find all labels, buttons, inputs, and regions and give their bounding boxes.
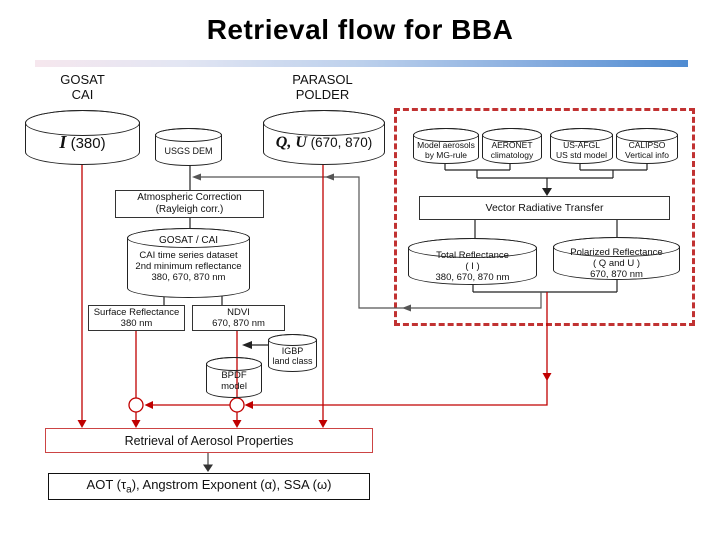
gosat-cai-header: GOSAT / CAI — [158, 235, 219, 246]
cylinder-calipso: CALIPSO Vertical info — [616, 128, 678, 164]
us-afgl-line1: US-AFGL — [563, 139, 600, 150]
total-reflectance-line3: 380, 670, 870 nm — [435, 272, 510, 283]
gosat-cai-line3: 380, 670, 870 nm — [151, 272, 226, 283]
box-vector-radiative-transfer: Vector Radiative Transfer — [419, 196, 670, 220]
bpdf-line1: BPDF — [221, 370, 247, 381]
feedback-line — [196, 176, 542, 309]
feedback-arrowheads — [192, 173, 411, 312]
cai-radiance-rest: (380) — [66, 135, 106, 152]
divider-gradient-bar — [35, 60, 688, 67]
total-reflectance-line1: Total Reflectance — [436, 250, 509, 261]
atmcorr-line1: Atmospheric Correction — [137, 192, 242, 203]
cylinder-gosat-cai-dataset: GOSAT / CAI CAI time series dataset 2nd … — [127, 228, 250, 298]
polder-stokes-rest: (670, 870) — [306, 134, 373, 150]
surface-reflectance-line1: Surface Reflectance — [93, 307, 180, 318]
cylinder-model-aerosols: Model aerosols by MG-rule — [413, 128, 479, 164]
polarized-reflectance-line2: ( Q and U ) — [593, 257, 640, 269]
calipso-line1: CALIPSO — [628, 139, 666, 150]
polder-stokes-symbol: Q, U — [275, 133, 307, 151]
red-arrowheads — [77, 373, 552, 428]
box-surface-reflectance: Surface Reflectance 380 nm — [88, 305, 185, 331]
polder-stokes-label: Q, U (670, 870) — [276, 134, 372, 152]
box-ndvi: NDVI 670, 870 nm — [192, 305, 285, 331]
page-title: Retrieval flow for BBA — [206, 14, 514, 45]
retrieval-label: Retrieval of Aerosol Properties — [124, 433, 294, 448]
cylinder-igbp: IGBP land class — [268, 334, 317, 372]
output-post: ), Angstrom Exponent (α), SSA (ω) — [131, 477, 332, 493]
gosat-cai-line1: CAI time series dataset — [139, 250, 238, 261]
junction-circles — [128, 397, 245, 413]
cylinder-bpdf: BPDF model — [206, 357, 262, 398]
cylinder-us-afgl: US-AFGL US std model — [550, 128, 613, 164]
model-aerosols-line1: Model aerosols — [417, 139, 475, 150]
black-arrowheads — [242, 188, 552, 349]
parasol-polder-label: PARASOL POLDER — [270, 72, 375, 102]
atmcorr-line2: (Rayleigh corr.) — [155, 204, 224, 215]
total-reflectance-line2: ( I ) — [465, 261, 480, 272]
cai-radiance-label: I (380) — [59, 132, 105, 153]
black-connectors — [163, 164, 648, 346]
calipso-line2: Vertical info — [625, 149, 669, 160]
igbp-line2: land class — [272, 356, 313, 366]
cylinder-total-reflectance: Total Reflectance ( I ) 380, 670, 870 nm — [408, 238, 537, 285]
ndvi-line2: 670, 870 nm — [212, 318, 265, 329]
cylinder-cai-radiance: I (380) — [25, 110, 140, 165]
parasol-label-line1: PARASOL — [292, 72, 353, 87]
aeronet-line2: climatology — [490, 149, 534, 160]
cai-radiance-symbol: I — [59, 132, 67, 152]
surface-reflectance-line2: 380 nm — [120, 318, 153, 329]
bpdf-line2: model — [221, 381, 247, 392]
parasol-label-line2: POLDER — [295, 87, 350, 102]
red-connectors — [81, 164, 548, 420]
box-retrieval: Retrieval of Aerosol Properties — [45, 428, 373, 453]
gosat-label-line1: GOSAT — [60, 72, 105, 87]
usgs-dem-label: USGS DEM — [164, 146, 213, 156]
output-arrow — [203, 453, 213, 472]
polarized-reflectance-line1: Polarized Reflectance — [570, 246, 663, 258]
cylinder-polder-stokes: Q, U (670, 870) — [263, 110, 385, 165]
vrt-label: Vector Radiative Transfer — [485, 202, 604, 214]
ancillary-data-group-border — [394, 108, 695, 326]
ndvi-line1: NDVI — [227, 307, 250, 318]
igbp-line1: IGBP — [281, 345, 304, 356]
cylinder-usgs-dem: USGS DEM — [155, 128, 222, 166]
box-atmospheric-correction: Atmospheric Correction (Rayleigh corr.) — [115, 190, 264, 218]
gosat-label-line2: CAI — [71, 87, 94, 102]
cylinder-polarized-reflectance: Polarized Reflectance ( Q and U ) 670, 8… — [553, 237, 680, 280]
polarized-reflectance-line3: 670, 870 nm — [590, 268, 643, 280]
aeronet-line1: AERONET — [491, 139, 533, 150]
gosat-cai-line2: 2nd minimum reflectance — [135, 261, 242, 272]
output-products-label: AOT (τa), Angstrom Exponent (α), SSA (ω) — [87, 477, 332, 496]
output-pre: AOT (τ — [86, 477, 127, 493]
us-afgl-line2: US std model — [555, 149, 608, 160]
model-aerosols-line2: by MG-rule — [424, 149, 468, 160]
cylinder-aeronet: AERONET climatology — [482, 128, 542, 164]
output-tau-subscript: a — [126, 484, 132, 496]
box-output-products: AOT (τa), Angstrom Exponent (α), SSA (ω) — [48, 473, 370, 500]
gosat-cai-label: GOSAT CAI — [40, 72, 125, 102]
